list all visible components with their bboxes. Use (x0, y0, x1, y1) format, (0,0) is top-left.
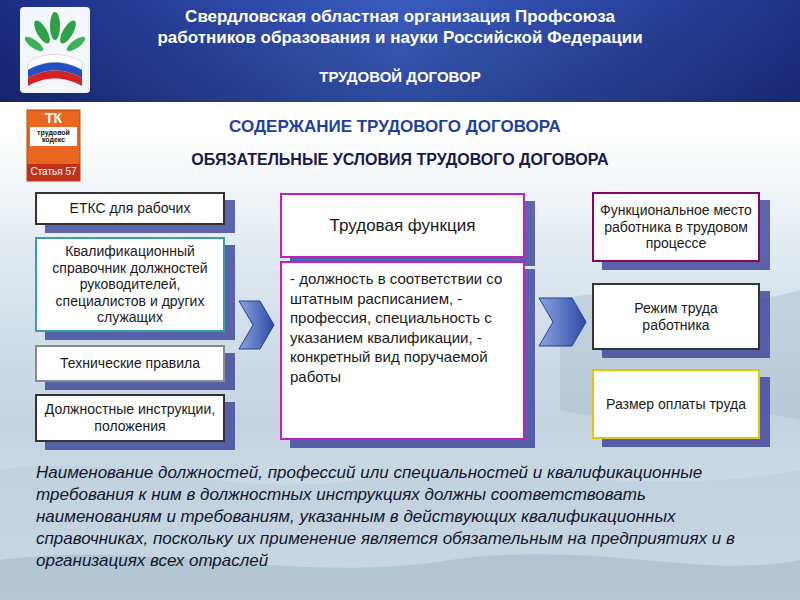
box-text: Технические правила (60, 355, 200, 372)
subheading: ОБЯЗАТЕЛЬНЫЕ УСЛОВИЯ ТРУДОВОГО ДОГОВОРА (110, 150, 690, 169)
box-text: Квалификационный справочник должностей р… (42, 243, 218, 326)
slide-title: Свердловская областная организация Профс… (150, 6, 650, 49)
source-box: Технические правила (35, 345, 225, 382)
book-stripe (27, 164, 80, 181)
box-text: Режим труда работника (599, 300, 753, 333)
header-band (0, 0, 800, 102)
block-arrow (539, 298, 586, 346)
condition-box: Функциональное место работника в трудово… (592, 192, 760, 262)
logo-ground (20, 7, 90, 93)
book-abbr: ТК (28, 110, 79, 127)
box-text: ЕТКС для рабочих (70, 200, 191, 217)
box-text: Должностные инструкции, положения (42, 401, 218, 434)
logo-leaf (50, 12, 60, 40)
article-number: Статья 57 (27, 166, 80, 178)
logo-ribbon (28, 71, 82, 87)
source-box: ЕТКС для рабочих (35, 192, 225, 225)
header-band-shade (0, 0, 800, 102)
condition-box: Размер оплаты труда (592, 369, 760, 439)
box-heading: Трудовая функция (280, 193, 525, 258)
block-arrow (239, 301, 274, 349)
box-body: - должность в соответствии со штатным ра… (280, 261, 525, 440)
book-plate (30, 127, 77, 146)
note-text: Наименование должностей, профессий или с… (36, 462, 776, 572)
logo-leaf (65, 34, 88, 53)
box-text: Размер оплаты труда (606, 396, 746, 413)
box-text: Функциональное место работника в трудово… (599, 202, 753, 252)
union-logo (20, 7, 90, 93)
source-box: Квалификационный справочник должностей р… (35, 237, 225, 332)
function-box: Трудовая функция- должность в соответств… (280, 193, 525, 440)
logo-leaf (23, 34, 46, 53)
labour-code-book (27, 110, 80, 181)
section-title: ТРУДОВОЙ ДОГОВОР (200, 68, 600, 86)
condition-box: Режим труда работника (592, 283, 760, 350)
heading: СОДЕРЖАНИЕ ТРУДОВОГО ДОГОВОРА (180, 117, 610, 137)
book-cover (27, 110, 80, 181)
book-title: трудовой кодекс (30, 129, 77, 144)
source-box: Должностные инструкции, положения (35, 394, 225, 442)
